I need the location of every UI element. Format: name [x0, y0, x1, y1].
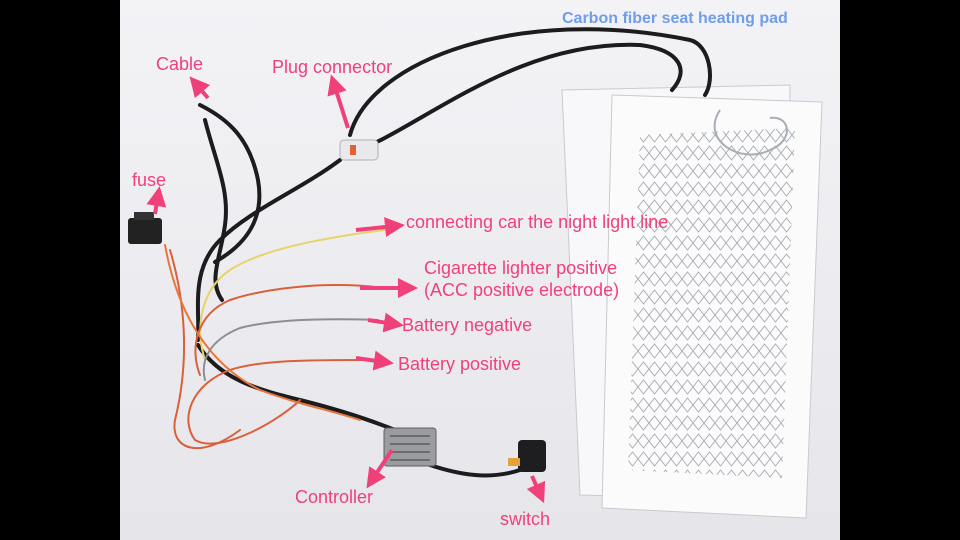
banner-caption: Carbon fiber seat heating pad — [562, 10, 788, 27]
controller-box — [383, 427, 437, 467]
label-switch: switch — [500, 509, 551, 529]
label-acc-positive: (ACC positive electrode) — [424, 280, 620, 300]
signal-wires — [164, 229, 386, 449]
switch-connector — [508, 440, 546, 472]
label-battery-positive: Battery positive — [398, 354, 522, 374]
label-plug-connector: Plug connector — [272, 57, 393, 77]
main-cable — [195, 27, 712, 478]
label-controller: Controller — [295, 487, 374, 507]
label-cable: Cable — [156, 54, 204, 74]
label-battery-negative: Battery negative — [402, 315, 533, 335]
plug-connector — [339, 139, 379, 161]
fuse-holder — [128, 212, 162, 244]
label-night-light: connecting car the night light line — [406, 212, 669, 232]
label-cigarette-lighter: Cigarette lighter positive — [424, 258, 618, 278]
pointer-arrows — [146, 74, 546, 504]
label-fuse: fuse — [132, 170, 167, 190]
heating-pad-front — [601, 94, 823, 519]
